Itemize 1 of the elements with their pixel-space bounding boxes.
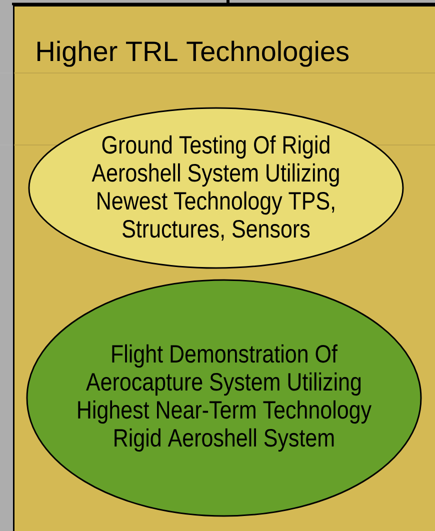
panel-title: Higher TRL Technologies bbox=[38, 40, 348, 67]
